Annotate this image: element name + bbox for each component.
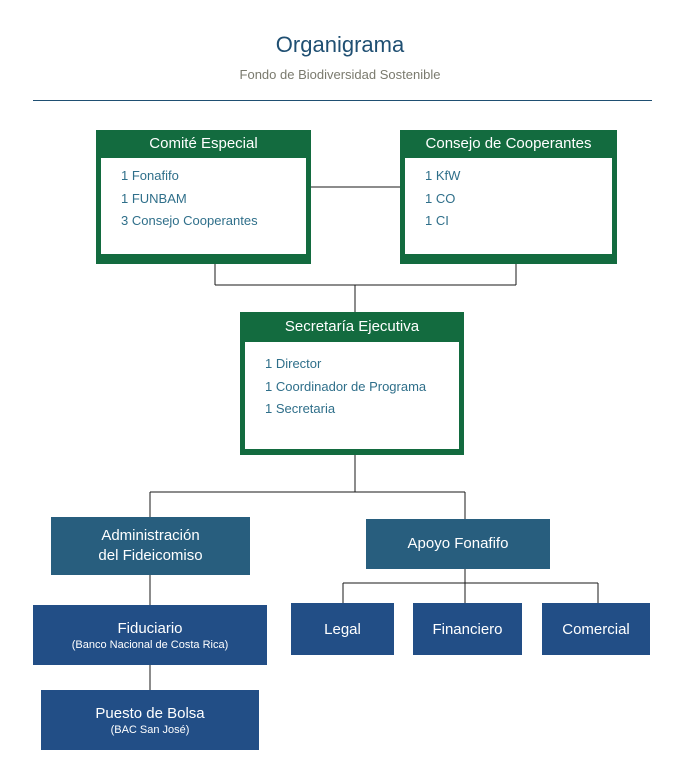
consejo-member: 1 CO xyxy=(425,190,456,206)
comite-especial-members: 1 Fonafifo 1 FUNBAM 3 Consejo Cooperante… xyxy=(101,158,306,254)
apoyo-fonafifo-box: Apoyo Fonafifo xyxy=(366,519,550,569)
puesto-bolsa-detail: (BAC San José) xyxy=(110,723,190,736)
comite-especial-box: Comité Especial 1 Fonafifo 1 FUNBAM 3 Co… xyxy=(96,130,311,264)
comite-member: 3 Consejo Cooperantes xyxy=(121,213,258,228)
legal-label: Legal xyxy=(324,620,361,638)
administracion-fideicomiso-box: Administración del Fideicomiso xyxy=(51,517,250,575)
secretaria-member: 1 Director xyxy=(265,356,322,371)
secretaria-ejecutiva-title: Secretaría Ejecutiva xyxy=(284,318,420,335)
page-subtitle: Fondo de Biodiversidad Sostenible xyxy=(239,67,441,82)
puesto-bolsa-box: Puesto de Bolsa (BAC San José) xyxy=(41,690,259,750)
consejo-member: 1 KfW xyxy=(425,168,461,183)
comercial-label: Comercial xyxy=(562,620,630,638)
comite-especial-title: Comité Especial xyxy=(149,135,258,152)
financiero-label: Financiero xyxy=(432,620,503,638)
apoyo-fonafifo-label: Apoyo Fonafifo xyxy=(407,535,509,552)
consejo-cooperantes-title: Consejo de Cooperantes xyxy=(425,135,592,152)
consejo-cooperantes-box: Consejo de Cooperantes 1 KfW 1 CO 1 CI xyxy=(400,130,617,264)
page-title: Organigrama xyxy=(275,32,405,57)
secretaria-ejecutiva-members: 1 Director 1 Coordinador de Programa 1 S… xyxy=(245,342,459,449)
secretaria-member: 1 Coordinador de Programa xyxy=(265,378,427,394)
fiduciario-detail: (Banco Nacional de Costa Rica) xyxy=(71,638,229,651)
comite-member: 1 Fonafifo xyxy=(121,168,179,183)
comite-member: 1 FUNBAM xyxy=(121,190,187,206)
comercial-box: Comercial xyxy=(542,603,650,655)
puesto-bolsa-name: Puesto de Bolsa xyxy=(95,704,205,722)
fiduciario-name: Fiduciario xyxy=(117,619,183,637)
financiero-box: Financiero xyxy=(413,603,522,655)
legal-box: Legal xyxy=(291,603,394,655)
secretaria-ejecutiva-box: Secretaría Ejecutiva 1 Director 1 Coordi… xyxy=(240,312,464,455)
header-divider xyxy=(33,100,652,101)
secretaria-member: 1 Secretaria xyxy=(265,401,336,416)
consejo-cooperantes-members: 1 KfW 1 CO 1 CI xyxy=(405,158,612,254)
fiduciario-box: Fiduciario (Banco Nacional de Costa Rica… xyxy=(33,605,267,665)
consejo-member: 1 CI xyxy=(425,213,449,228)
administracion-line1: Administración xyxy=(101,527,200,544)
administracion-line2: del Fideicomiso xyxy=(98,547,203,564)
